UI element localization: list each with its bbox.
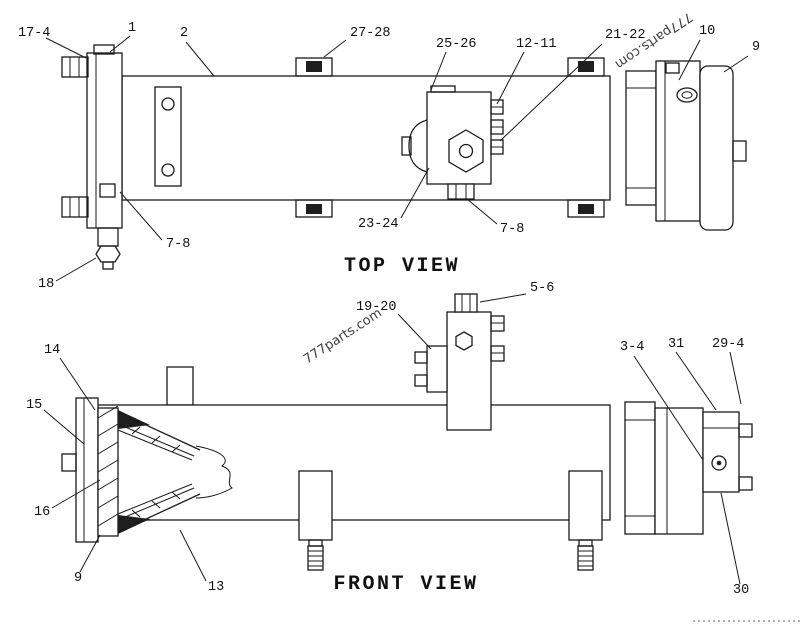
callout-label: 29-4: [712, 337, 744, 352]
valve-bottom-connector: [447, 183, 475, 200]
mount-bracket-right: [568, 470, 603, 571]
mount-clamp-bottom-left: [295, 199, 333, 218]
callout-13: 13: [179, 529, 224, 595]
callout-label: 21-22: [605, 28, 646, 43]
callout-label: 27-28: [350, 26, 391, 41]
callout-16: 16: [34, 479, 101, 520]
callout-12-11: 12-11: [496, 37, 557, 105]
callout-label: 17-4: [18, 26, 50, 41]
callout-label: 30: [733, 583, 749, 598]
callout-label: 18: [38, 277, 54, 292]
end-disc-tab: [732, 140, 747, 162]
callout-label: 16: [34, 505, 50, 520]
callout-label: 1: [128, 21, 136, 36]
front-view-drawing: [61, 293, 753, 571]
port-hole: [676, 87, 698, 103]
callout-30: 30: [720, 492, 749, 598]
top-right-end: [625, 60, 747, 231]
stud-bolt: [307, 545, 324, 571]
end-disc: [699, 65, 734, 231]
callout-3-4: 3-4: [620, 340, 704, 461]
mount-clamp-top-left: [295, 57, 333, 77]
callout-27-28: 27-28: [323, 26, 391, 58]
valve-left-flange: [414, 345, 448, 393]
callout-label: 31: [668, 337, 684, 352]
callout-label: 19-20: [356, 300, 397, 315]
top-view-title: TOP VIEW: [344, 255, 460, 278]
valve-top-bolt: [454, 293, 478, 313]
hex-plug: [448, 129, 484, 173]
callout-7-8-valve: 7-8: [466, 198, 524, 237]
callout-21-22: 21-22: [499, 28, 646, 142]
stud-bolt: [577, 545, 594, 571]
callout-label: 25-26: [436, 37, 477, 52]
cone-section: [117, 410, 233, 534]
front-view-title: FRONT VIEW: [333, 573, 478, 596]
callout-18: 18: [38, 257, 97, 292]
callout-label: 15: [26, 398, 42, 413]
front-standing-plate: [166, 366, 194, 406]
callout-1: 1: [109, 21, 136, 53]
drain-plug: [95, 227, 121, 270]
callout-9-front: 9: [74, 534, 101, 586]
front-main-tube: [95, 404, 611, 521]
callout-19-20: 19-20: [356, 300, 432, 350]
torn-edge: [195, 445, 233, 499]
top-left-end-cap: [61, 44, 123, 229]
watermark-middle: 777parts.com: [301, 306, 385, 368]
callout-9-top: 9: [723, 40, 760, 73]
mount-clamp-bottom-right: [567, 199, 605, 218]
callout-31: 31: [668, 337, 717, 411]
top-fitting-bolt: [665, 62, 680, 74]
callout-label: 5-6: [530, 281, 554, 296]
valve-assembly-top: [401, 85, 504, 200]
callout-5-6: 5-6: [479, 281, 554, 303]
valve-right-bolts: [490, 315, 505, 362]
mount-bracket-left: [298, 470, 333, 571]
callout-label: 9: [74, 571, 82, 586]
callout-label: 12-11: [516, 37, 557, 52]
callout-label: 13: [208, 580, 224, 595]
callout-29-4: 29-4: [712, 337, 744, 405]
callout-23-24: 23-24: [358, 167, 430, 232]
callout-label: 2: [180, 26, 188, 41]
callouts-top: 17-4 1 2 27-28 25-26 12-11 21-22 10: [18, 21, 760, 292]
callout-15: 15: [26, 398, 85, 445]
callout-label: 3-4: [620, 340, 644, 355]
callout-label: 14: [44, 343, 60, 358]
callout-label: 10: [699, 24, 715, 39]
callout-7-8-left: 7-8: [119, 191, 190, 252]
callout-10: 10: [678, 24, 715, 81]
valve-side-bolts: [490, 99, 504, 155]
top-main-tube: [121, 75, 611, 201]
front-right-end: [624, 401, 753, 535]
callout-2: 2: [180, 26, 215, 77]
callout-label: 23-24: [358, 217, 399, 232]
mount-clamp-top-right: [567, 57, 605, 77]
top-view-drawing: [61, 44, 747, 270]
valve-block-front: [414, 293, 505, 431]
valve-hex-port: [455, 331, 473, 351]
callout-14: 14: [44, 343, 96, 411]
front-left-end-housing: [61, 397, 233, 543]
callout-25-26: 25-26: [430, 37, 477, 91]
inner-bracket-plate: [154, 86, 182, 187]
callout-label: 7-8: [166, 237, 190, 252]
callout-label: 9: [752, 40, 760, 55]
callout-17-4: 17-4: [18, 26, 87, 59]
housing-hatch: [97, 405, 119, 527]
end-bracket: [702, 411, 753, 493]
callout-label: 7-8: [500, 222, 524, 237]
callouts-front: 19-20 5-6 14 15 16 9 13 3-4: [26, 281, 749, 598]
